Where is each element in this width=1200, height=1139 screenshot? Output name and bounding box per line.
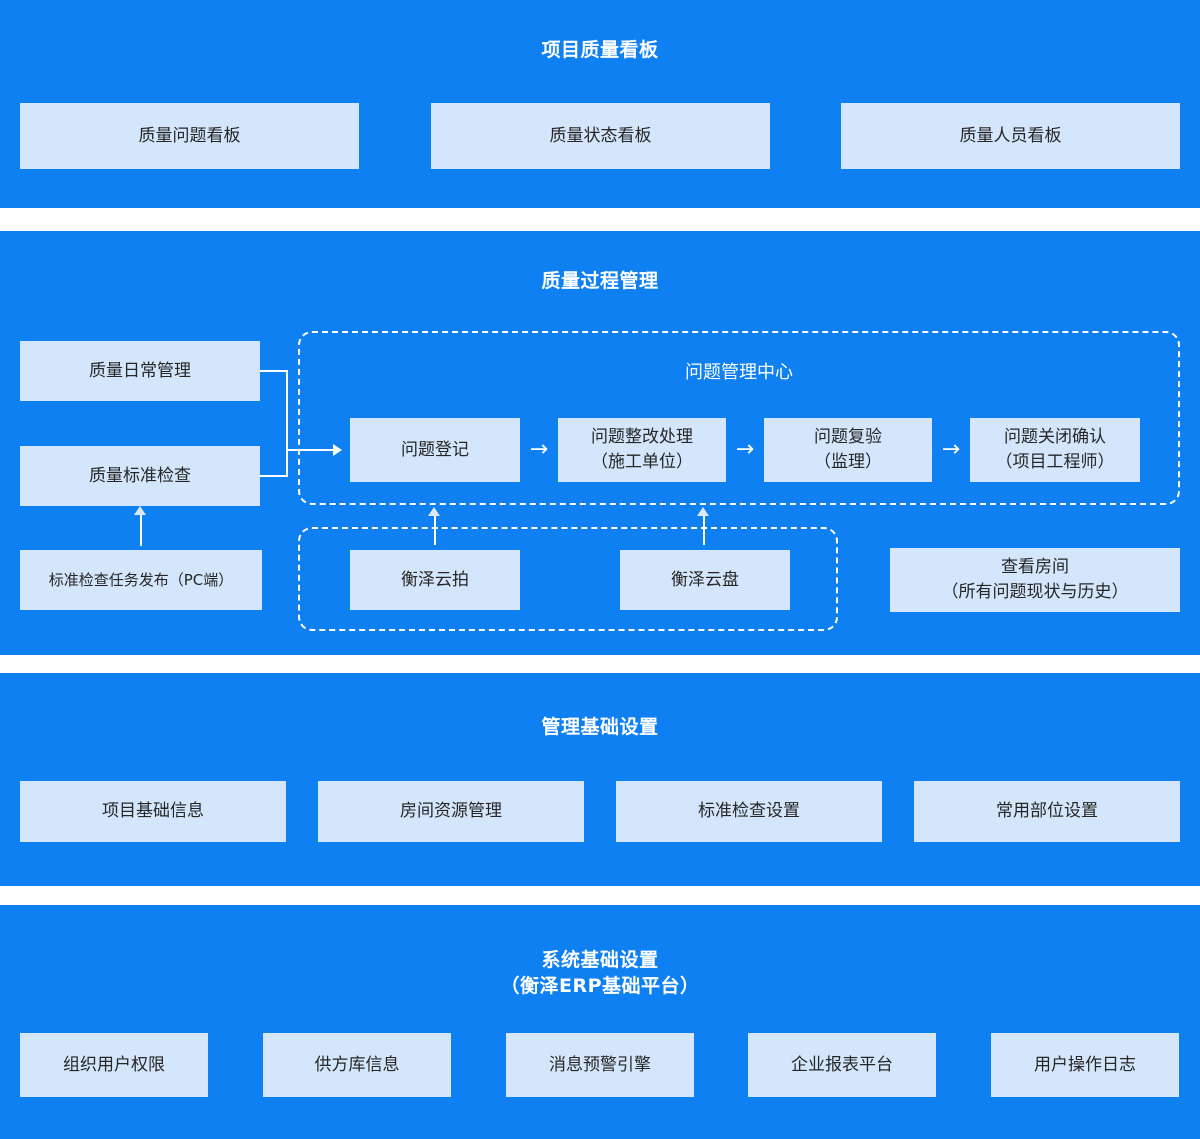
- mgmt-box-standard-check-settings[interactable]: 标准检查设置: [616, 781, 882, 842]
- section-kanban-title: 项目质量看板: [541, 39, 659, 61]
- tool-box-cloud-disk[interactable]: 衡泽云盘: [620, 550, 790, 610]
- connector-cloudphoto-arrow-icon: [428, 507, 440, 516]
- system-box-enterprise-report-platform[interactable]: 企业报表平台: [748, 1033, 936, 1097]
- tool-box-cloud-photo[interactable]: 衡泽云拍: [350, 550, 520, 610]
- system-box-user-operation-log[interactable]: 用户操作日志: [991, 1033, 1179, 1097]
- issue-step-rectify[interactable]: 问题整改处理 （施工单位）: [558, 418, 726, 482]
- connector-bracket-to-register: [286, 449, 334, 451]
- process-box-standard-check[interactable]: 质量标准检查: [20, 446, 260, 506]
- issue-step-register[interactable]: 问题登记: [350, 418, 520, 482]
- connector-bracket-vertical: [286, 370, 288, 477]
- connector-task-to-standard-line: [140, 514, 142, 546]
- connector-cloudphoto-line: [434, 515, 436, 545]
- cloud-tools-group: [298, 527, 838, 631]
- connector-bracket-arrow-icon: [333, 444, 342, 456]
- system-box-org-user-permission[interactable]: 组织用户权限: [20, 1033, 208, 1097]
- issue-step-close-confirm[interactable]: 问题关闭确认 （项目工程师）: [970, 418, 1140, 482]
- issue-step-arrow-2-icon: →: [735, 437, 755, 462]
- kanban-box-quality-status[interactable]: 质量状态看板: [431, 103, 770, 169]
- issue-center-title: 问题管理中心: [685, 362, 793, 383]
- mgmt-box-common-location-settings[interactable]: 常用部位设置: [914, 781, 1180, 842]
- connector-task-to-standard-arrow-icon: [134, 506, 146, 515]
- process-box-daily-management[interactable]: 质量日常管理: [20, 341, 260, 401]
- section-process-title: 质量过程管理: [541, 270, 659, 292]
- issue-step-arrow-3-icon: →: [941, 437, 961, 462]
- section-mgmt-title: 管理基础设置: [541, 716, 659, 738]
- process-box-view-room[interactable]: 查看房间 （所有问题现状与历史）: [890, 548, 1180, 612]
- issue-center-group: 问题管理中心: [298, 331, 1180, 505]
- process-box-standard-task-publish[interactable]: 标准检查任务发布（PC端）: [20, 550, 262, 610]
- system-box-message-alert-engine[interactable]: 消息预警引擎: [506, 1033, 694, 1097]
- section-system-band: [0, 905, 1200, 1139]
- connector-daily-stub: [260, 370, 288, 372]
- kanban-box-quality-issue[interactable]: 质量问题看板: [20, 103, 359, 169]
- section-system-title: 系统基础设置 （衡泽ERP基础平台）: [500, 949, 700, 997]
- mgmt-box-room-resource[interactable]: 房间资源管理: [318, 781, 584, 842]
- system-box-supplier-library[interactable]: 供方库信息: [263, 1033, 451, 1097]
- mgmt-box-project-info[interactable]: 项目基础信息: [20, 781, 286, 842]
- issue-step-reinspect[interactable]: 问题复验 （监理）: [764, 418, 932, 482]
- connector-clouddisk-arrow-icon: [697, 507, 709, 516]
- kanban-box-quality-personnel[interactable]: 质量人员看板: [841, 103, 1180, 169]
- connector-standard-stub: [260, 475, 288, 477]
- connector-clouddisk-line: [703, 515, 705, 545]
- section-mgmt-band: [0, 673, 1200, 886]
- issue-step-arrow-1-icon: →: [529, 437, 549, 462]
